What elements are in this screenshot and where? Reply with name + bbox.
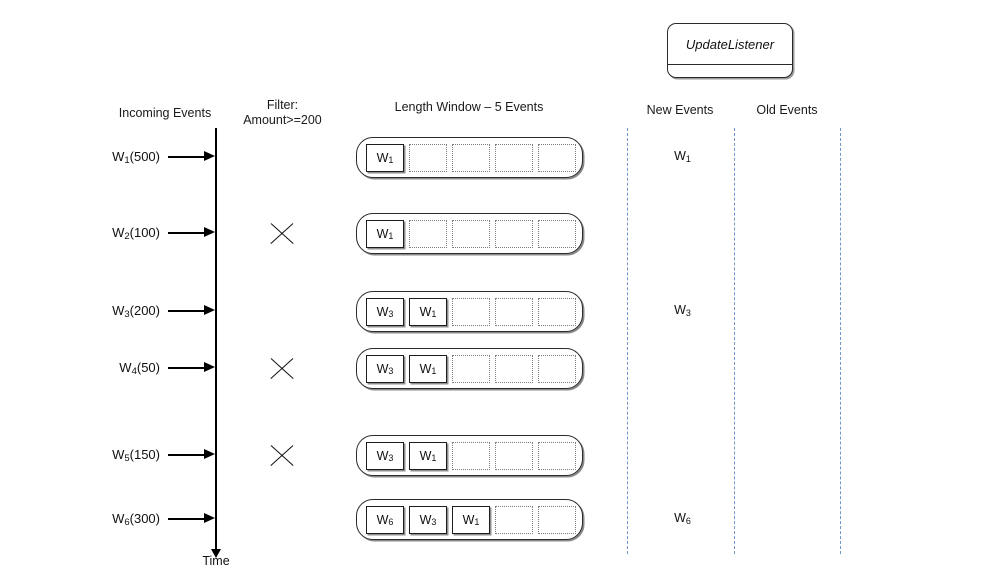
window-slot-empty [452, 442, 490, 470]
lane-divider-new-old-events [734, 128, 735, 554]
window-slot-empty [495, 298, 533, 326]
header-old-events: Old Events [756, 103, 818, 117]
incoming-event-arrow [168, 151, 216, 162]
incoming-event-label: W5(150) [112, 447, 160, 464]
lane-divider-old-events-right [840, 128, 841, 554]
window-slot-empty [452, 355, 490, 383]
time-axis-arrowhead [211, 549, 221, 558]
incoming-event-arrow [168, 513, 216, 524]
new-event-output: W1 [674, 149, 691, 164]
new-event-output: W3 [674, 303, 691, 318]
window-slot-empty [409, 220, 447, 248]
filter-reject-x-icon [267, 440, 297, 470]
incoming-event-label: W3(200) [112, 303, 160, 320]
update-listener-title: UpdateListener [685, 36, 775, 52]
filter-reject-x-icon [267, 353, 297, 383]
header-filter: Filter: Amount>=200 [243, 98, 322, 127]
filter-reject-x-icon [267, 218, 297, 248]
incoming-event-label: W4(50) [119, 360, 160, 377]
window-slot-empty [495, 506, 533, 534]
window-slot-empty [452, 144, 490, 172]
window-slot-empty [538, 298, 576, 326]
incoming-event-label: W1(500) [112, 149, 160, 166]
new-event-output: W6 [674, 511, 691, 526]
time-axis-label: Time [202, 554, 230, 568]
header-incoming-events: Incoming Events [118, 106, 212, 120]
window-slot-empty [495, 442, 533, 470]
window-slot-empty [452, 220, 490, 248]
update-listener-box: UpdateListener [667, 23, 793, 78]
window-slot-empty [495, 144, 533, 172]
window-slot-empty [538, 442, 576, 470]
incoming-event-arrow [168, 305, 216, 316]
incoming-event-label: W2(100) [112, 225, 160, 242]
incoming-event-arrow [168, 227, 216, 238]
update-listener-divider [668, 64, 792, 66]
window-slot-empty [409, 144, 447, 172]
incoming-event-label: W6(300) [112, 511, 160, 528]
window-slot-empty [538, 144, 576, 172]
time-axis-line [215, 128, 217, 556]
header-new-events: New Events [646, 103, 714, 117]
incoming-event-arrow [168, 449, 216, 460]
window-slot-empty [495, 220, 533, 248]
window-slot-empty [495, 355, 533, 383]
incoming-event-arrow [168, 362, 216, 373]
window-slot-empty [538, 220, 576, 248]
lane-divider-new-events-left [627, 128, 628, 554]
window-slot-empty [538, 506, 576, 534]
window-slot-empty [538, 355, 576, 383]
window-slot-empty [452, 298, 490, 326]
header-length-window: Length Window – 5 Events [394, 100, 544, 114]
